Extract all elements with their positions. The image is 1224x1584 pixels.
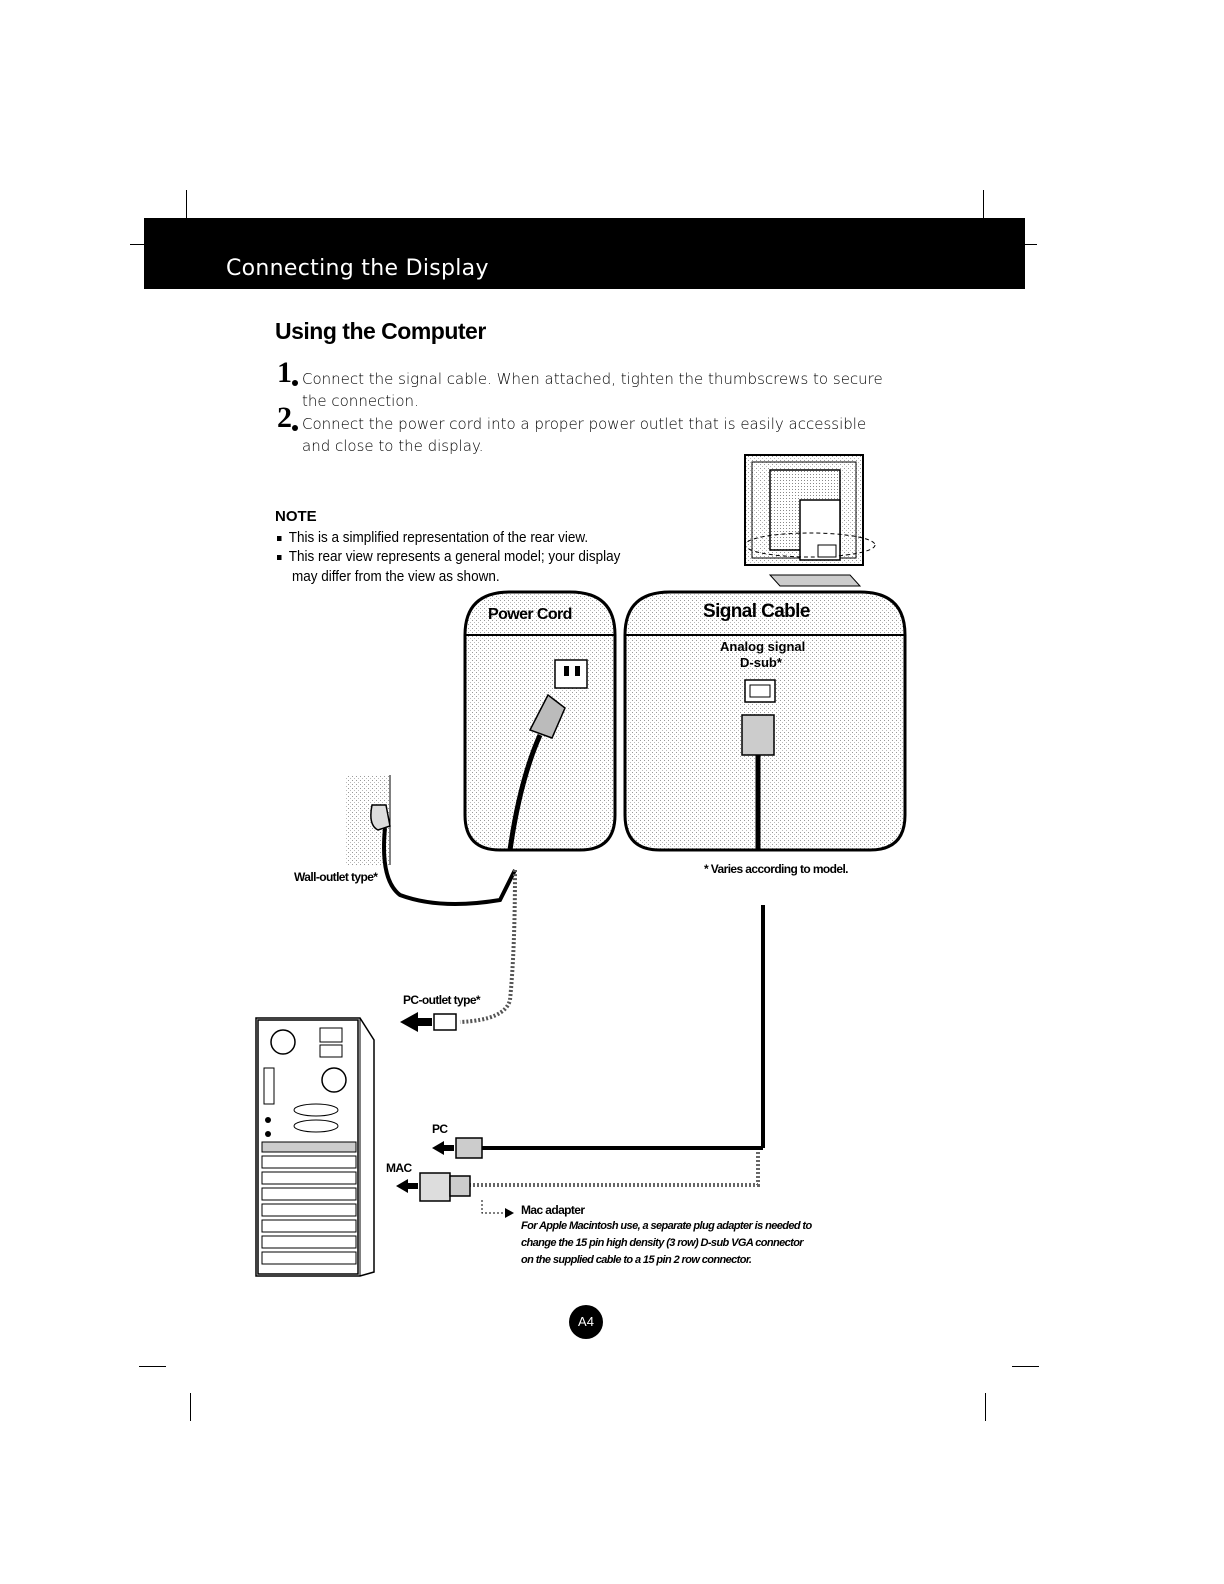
step-number: 1 — [277, 356, 292, 389]
note-item: This is a simplified representation of t… — [277, 529, 588, 546]
crop-mark — [1025, 244, 1037, 245]
crop-mark — [186, 190, 187, 218]
note-item: may differ from the view as shown. — [292, 568, 500, 585]
bullet-icon — [277, 554, 282, 560]
mac-adapter-description: For Apple Macintosh use, a separate plug… — [521, 1220, 812, 1266]
crop-mark — [983, 190, 984, 218]
note-item: This rear view represents a general mode… — [277, 548, 620, 565]
step-text: Connect the power cord into a proper pow… — [302, 415, 867, 455]
page-title: Connecting the Display — [226, 256, 489, 281]
pc-outlet-label: PC-outlet type* — [403, 993, 481, 1007]
crop-mark — [190, 1393, 191, 1421]
note-title: NOTE — [275, 508, 317, 525]
bullet-icon — [277, 535, 282, 541]
dsub-label: D-sub* — [740, 655, 782, 670]
crop-mark — [1012, 1366, 1039, 1367]
crop-mark — [985, 1393, 986, 1421]
signal-cable-panel — [623, 590, 907, 852]
step-text: Connect the signal cable. When attached,… — [302, 370, 883, 410]
section-title: Using the Computer — [275, 318, 486, 344]
step-dot — [292, 380, 298, 386]
crop-mark — [139, 1366, 166, 1367]
wall-outlet-label: Wall-outlet type* — [294, 870, 378, 884]
monitor-rear-illustration — [744, 454, 876, 587]
power-cord-label: Power Cord — [488, 606, 572, 623]
analog-signal-label: Analog signal — [720, 639, 806, 654]
mac-label: MAC — [386, 1161, 412, 1175]
pc-tower — [255, 1017, 375, 1277]
varies-note: * Varies according to model. — [704, 862, 849, 876]
step-number: 2 — [277, 401, 292, 434]
page-number: A4 — [569, 1305, 603, 1339]
mac-adapter-title: Mac adapter — [521, 1203, 585, 1217]
crop-mark — [130, 244, 144, 245]
signal-cable-label: Signal Cable — [703, 601, 810, 622]
power-cord-panel — [463, 590, 617, 852]
step-1: 1 Connect the signal cable. When attache… — [277, 358, 897, 412]
step-dot — [292, 425, 298, 431]
pc-label: PC — [432, 1122, 448, 1136]
header-bar: Connecting the Display — [144, 218, 1025, 289]
wall-outlet — [345, 775, 391, 865]
step-2: 2 Connect the power cord into a proper p… — [277, 403, 897, 457]
